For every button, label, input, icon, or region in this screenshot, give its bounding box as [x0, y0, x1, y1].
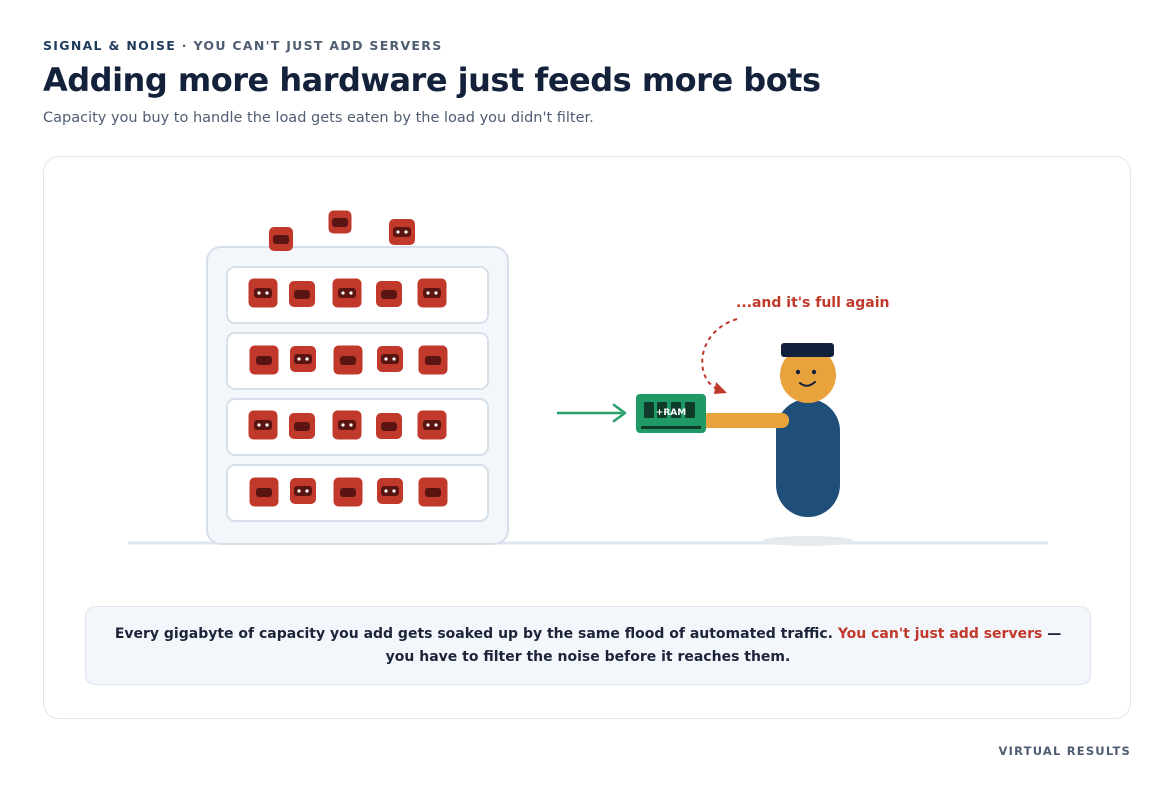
bot-icon: [248, 278, 278, 308]
overflow-bots: [269, 210, 415, 251]
bot-icon: [418, 345, 448, 375]
loop-arrow: [701, 318, 738, 391]
page-subtitle: Capacity you buy to handle the load gets…: [43, 110, 594, 126]
caption-part-1: Every gigabyte of capacity you add gets …: [114, 625, 833, 642]
bot-icon: [333, 477, 363, 507]
illustration-card: +RAM ...and it's full again Every gigaby…: [43, 156, 1131, 719]
ram-stick: +RAM: [636, 394, 706, 433]
bot-icon: [290, 346, 316, 372]
page-title: Adding more hardware just feeds more bot…: [43, 61, 821, 99]
eyebrow-primary: SIGNAL & NOISE: [43, 38, 177, 53]
bot-icon: [332, 410, 362, 440]
person-arm: [699, 413, 789, 428]
bot-capacity-diagram: +RAM ...and it's full again: [128, 210, 1048, 546]
annotation-full-again: ...and it's full again: [736, 295, 889, 311]
bot-icon: [289, 413, 315, 439]
bot-icon: [376, 281, 402, 307]
bot-icon: [290, 478, 316, 504]
bot-icon: [332, 278, 362, 308]
eyebrow-secondary: YOU CAN'T JUST ADD SERVERS: [193, 38, 443, 53]
person-hat: [781, 343, 834, 357]
caption-highlight: You can't just add servers: [837, 625, 1043, 642]
bot-icon: [389, 219, 415, 245]
eyebrow: SIGNAL & NOISE · YOU CAN'T JUST ADD SERV…: [43, 38, 443, 53]
caption-text: Every gigabyte of capacity you add gets …: [114, 623, 1062, 669]
caption-part-2: — you have to filter the noise before it…: [385, 625, 1062, 665]
bot-icon: [417, 278, 447, 308]
bot-icon: [249, 477, 279, 507]
person-shadow: [762, 536, 854, 546]
bot-icon: [328, 210, 352, 234]
bot-icon: [417, 410, 447, 440]
loop-arrow-head: [714, 382, 727, 394]
bot-icon: [418, 477, 448, 507]
bot-icon: [333, 345, 363, 375]
ram-label: +RAM: [656, 408, 686, 418]
server-rows: [226, 266, 489, 522]
footer-brand: VIRTUAL RESULTS: [998, 744, 1131, 758]
bot-icon: [249, 345, 279, 375]
eyebrow-separator: ·: [181, 38, 188, 53]
bot-icon: [269, 227, 293, 251]
bot-icon: [248, 410, 278, 440]
bot-icon: [376, 413, 402, 439]
bot-icon: [377, 346, 403, 372]
arrow-head: [612, 403, 627, 423]
bot-icon: [377, 478, 403, 504]
caption-box: Every gigabyte of capacity you add gets …: [85, 606, 1091, 685]
person-eye-right: [811, 369, 817, 375]
bot-icon: [289, 281, 315, 307]
person-body: [776, 399, 840, 517]
person-eye-left: [795, 369, 801, 375]
person-head: [780, 347, 836, 403]
person-smile: [799, 381, 816, 387]
